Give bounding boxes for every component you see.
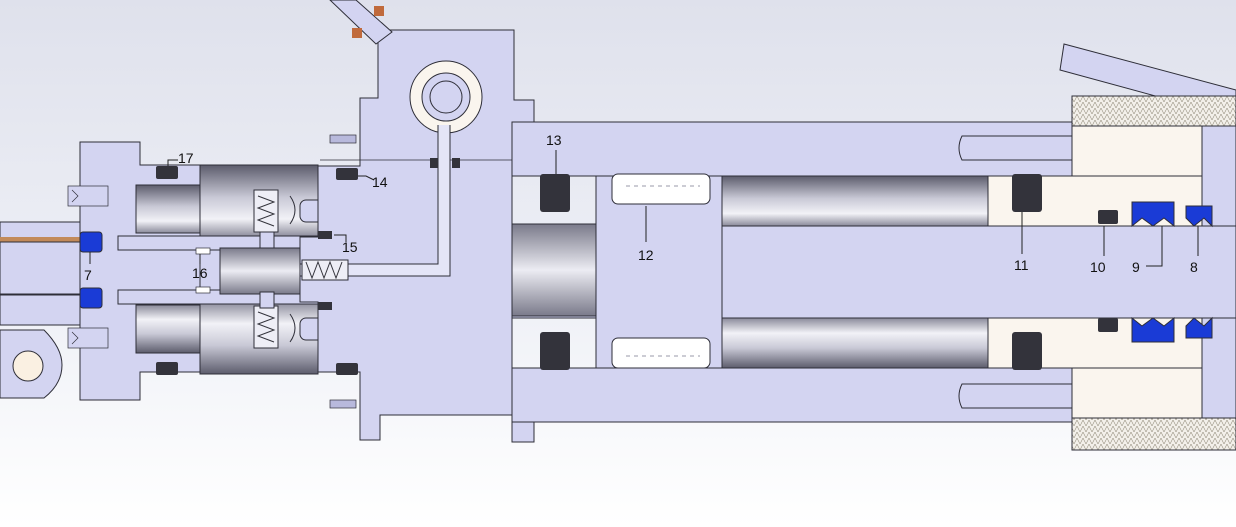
seal-9-lower: [1131, 316, 1175, 343]
seal-11-upper: [1012, 174, 1042, 212]
seal-17-upper: [156, 166, 178, 179]
seal-14-upper: [336, 168, 358, 180]
seal-8-lower: [1185, 316, 1213, 339]
callout-7: 7: [84, 267, 92, 283]
callout-12: 12: [638, 247, 654, 263]
seal-9-upper: [1131, 201, 1175, 228]
seal-7-upper: [79, 231, 103, 253]
seal-15: [318, 231, 332, 239]
callout-14: 14: [372, 174, 388, 190]
callout-8: 8: [1190, 259, 1198, 275]
callout-15: 15: [342, 239, 358, 255]
seal-13-upper: [540, 174, 570, 212]
callouts: 7 8 9 10 11 12 13 14 15 16 17: [84, 132, 1198, 283]
callout-17: 17: [178, 150, 194, 166]
piston-seal-12-lower: [611, 337, 711, 369]
callout-9: 9: [1132, 259, 1140, 275]
right-gland: [987, 43, 1236, 451]
seal-8-upper: [1185, 205, 1213, 228]
piston-16: [219, 247, 305, 295]
center-block: [299, 0, 535, 443]
main-cylinder: [511, 121, 1236, 423]
seal-10-lower: [1098, 318, 1118, 332]
callout-13: 13: [546, 132, 562, 148]
callout-leaders: [89, 150, 1199, 267]
seal-13-lower: [540, 332, 570, 370]
callout-10: 10: [1090, 259, 1106, 275]
seal-17-lower: [156, 362, 178, 375]
seal-7-lower: [79, 287, 103, 309]
seal-11-lower: [1012, 332, 1042, 370]
seal-14-lower: [336, 363, 358, 375]
callout-11: 11: [1014, 257, 1029, 273]
callout-16: 16: [192, 265, 208, 281]
fork-pin-hole: [12, 350, 44, 382]
seal-10-upper: [1098, 210, 1118, 224]
piston-seal-12-upper: [611, 173, 711, 205]
oil-passage: [299, 125, 451, 277]
